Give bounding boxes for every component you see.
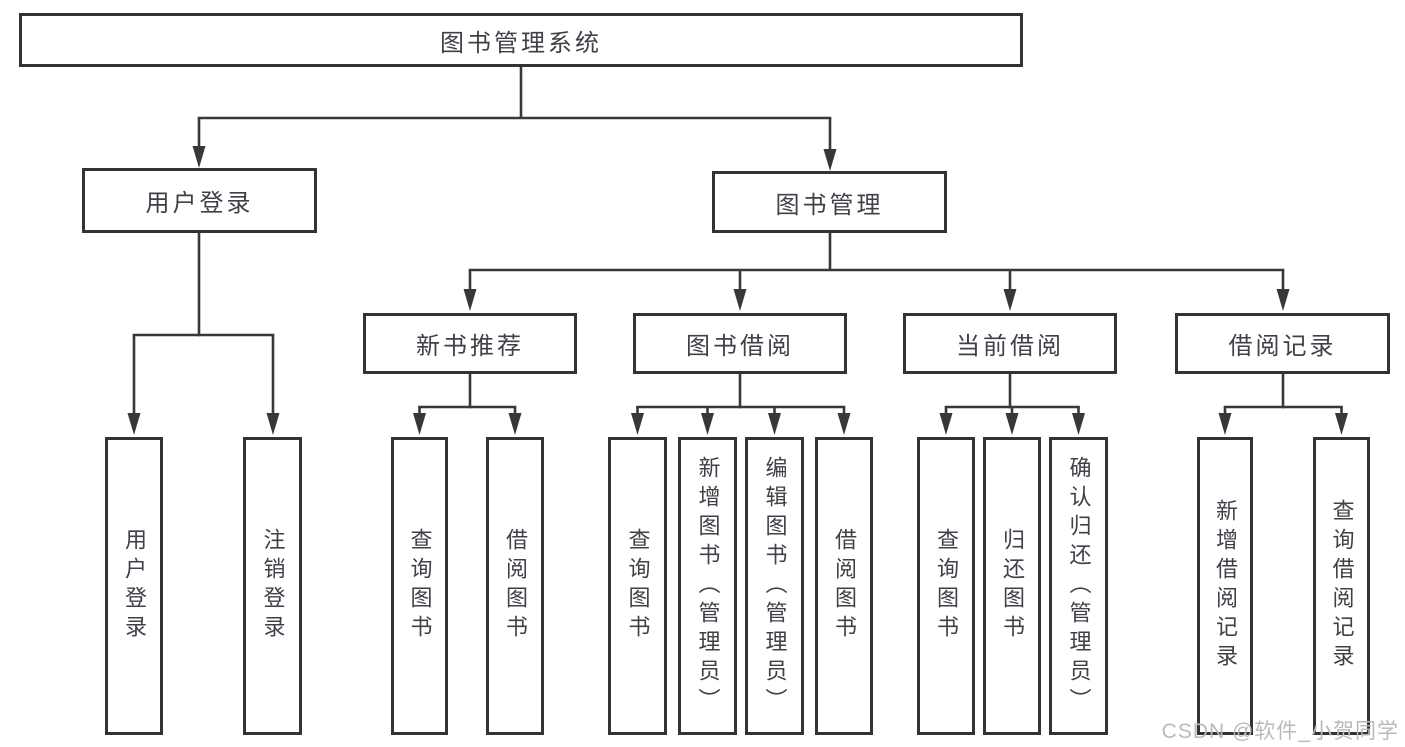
leaf-query-borrow-record: 查询借阅记录	[1313, 437, 1370, 735]
leaf-logout-label: 注销登录	[260, 528, 286, 644]
leaf-logout: 注销登录	[243, 437, 302, 735]
node-user-login-label: 用户登录	[145, 190, 254, 217]
leaf-return-book-label: 归还图书	[1000, 528, 1025, 644]
leaf-borrow-query-book-label: 查询图书	[625, 528, 651, 644]
leaf-edit-book-admin-label: 编辑图书（管理员）	[762, 455, 788, 717]
node-current-borrow-label: 当前借阅	[956, 333, 1064, 360]
node-borrow-record: 借阅记录	[1175, 313, 1390, 374]
leaf-borrow-book-label: 借阅图书	[832, 528, 857, 644]
leaf-user-login-label: 用户登录	[122, 528, 147, 644]
leaf-recommend-query-book: 查询图书	[391, 437, 448, 735]
node-borrow-record-label: 借阅记录	[1228, 333, 1337, 360]
leaf-add-borrow-record: 新增借阅记录	[1197, 437, 1253, 735]
leaf-current-query-book: 查询图书	[917, 437, 975, 735]
node-book-management: 图书管理	[712, 171, 947, 233]
leaf-query-borrow-record-label: 查询借阅记录	[1329, 499, 1355, 673]
leaf-return-book: 归还图书	[983, 437, 1041, 735]
node-new-book-recommend-label: 新书推荐	[416, 333, 524, 360]
leaf-borrow-book: 借阅图书	[815, 437, 873, 735]
leaf-borrow-query-book: 查询图书	[608, 437, 667, 735]
node-new-book-recommend: 新书推荐	[363, 313, 577, 374]
leaf-edit-book-admin: 编辑图书（管理员）	[745, 437, 804, 735]
leaf-recommend-query-book-label: 查询图书	[407, 528, 433, 644]
leaf-confirm-return-admin-label: 确认归还（管理员）	[1066, 455, 1092, 717]
node-book-management-label: 图书管理	[775, 191, 884, 219]
leaf-confirm-return-admin: 确认归还（管理员）	[1049, 437, 1108, 735]
node-root: 图书管理系统	[19, 13, 1023, 67]
leaf-recommend-borrow-book: 借阅图书	[486, 437, 544, 735]
csdn-watermark: CSDN @软件_小贺同学	[1161, 720, 1399, 743]
node-root-label: 图书管理系统	[440, 29, 602, 57]
leaf-add-book-admin: 新增图书（管理员）	[678, 437, 737, 735]
leaf-current-query-book-label: 查询图书	[934, 528, 959, 644]
leaf-recommend-borrow-book-label: 借阅图书	[503, 528, 528, 644]
node-book-borrow: 图书借阅	[633, 313, 847, 374]
leaf-add-book-admin-label: 新增图书（管理员）	[695, 455, 721, 717]
node-current-borrow: 当前借阅	[903, 313, 1117, 374]
node-user-login: 用户登录	[82, 168, 317, 233]
node-book-borrow-label: 图书借阅	[686, 333, 794, 360]
leaf-add-borrow-record-label: 新增借阅记录	[1213, 499, 1238, 673]
leaf-user-login: 用户登录	[105, 437, 163, 735]
